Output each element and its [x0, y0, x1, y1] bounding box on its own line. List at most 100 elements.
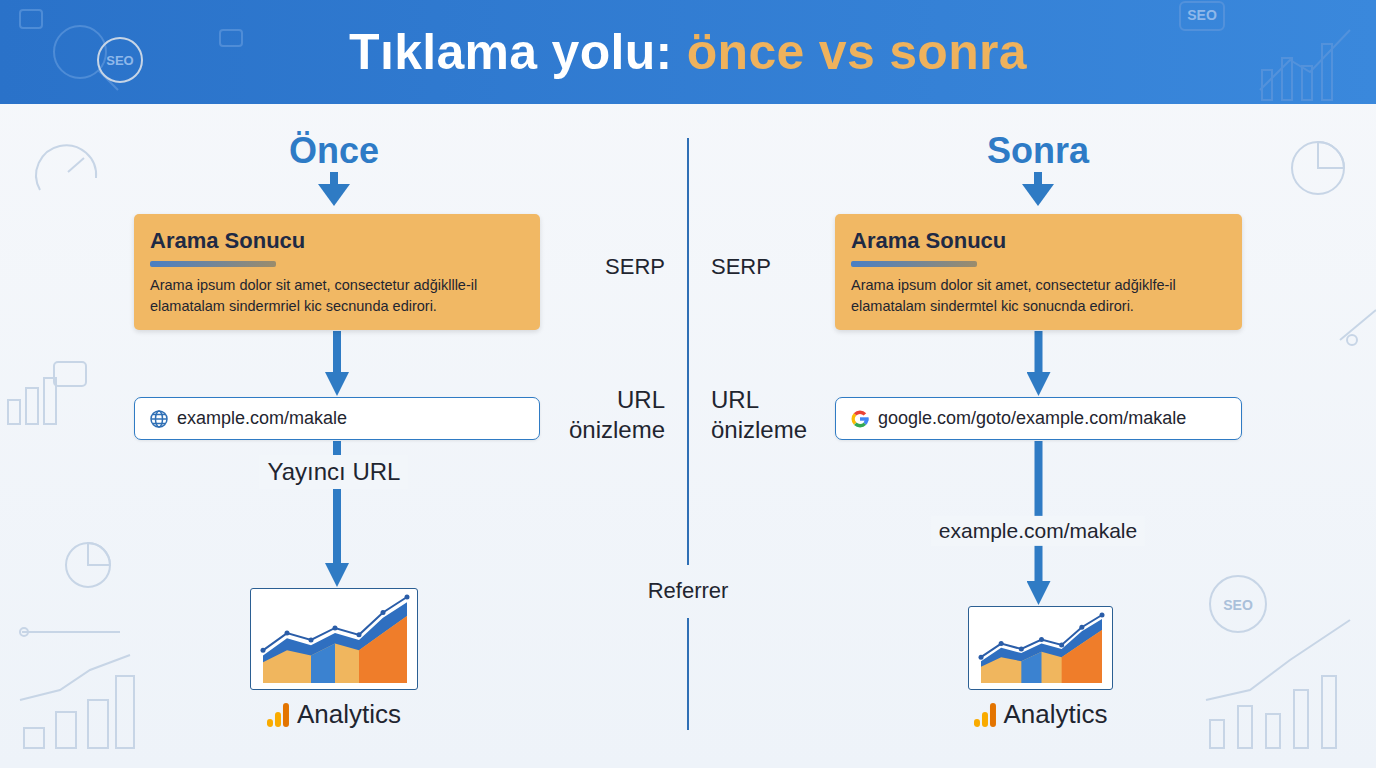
row-label: URL önizleme [553, 385, 665, 445]
decor-shape [151, 411, 167, 427]
decor-shape [359, 616, 407, 683]
decor-shape [263, 616, 407, 683]
decor-shape [54, 362, 86, 386]
decor-shape [98, 38, 142, 82]
analytics-label: Analytics [297, 699, 401, 730]
decor-shape [56, 712, 76, 748]
decor-shape [1206, 620, 1350, 700]
decor-shape [981, 615, 1102, 657]
url-preview-box: google.com/goto/example.com/makale [835, 397, 1242, 440]
decor-shape [1266, 714, 1280, 748]
analytics-icon [973, 703, 995, 727]
step-label: example.com/makale [931, 516, 1145, 546]
decor-shape [20, 628, 28, 636]
result-snippet: Arama ipsum dolor sit amet, consectetur … [150, 275, 524, 316]
decor-shape [26, 388, 38, 424]
decor-shape [357, 632, 362, 637]
flow-arrow [1035, 331, 1043, 372]
row-label: Referrer [648, 577, 729, 605]
flow-arrow [333, 331, 341, 372]
step-label: Yayıncı URL [260, 455, 409, 489]
decor-shape [989, 703, 995, 727]
decor-shape [22, 631, 120, 633]
globe-icon [149, 409, 169, 429]
decor-shape [24, 728, 44, 748]
decor-shape [311, 643, 335, 683]
analytics-chart-box: Analytics [968, 606, 1113, 690]
title-area: Tıklama yolu: önce vs sonra [0, 0, 1376, 104]
watermark: SEO [1187, 7, 1217, 25]
decor-shape [1039, 637, 1044, 642]
search-result-box: Arama SonucuArama ipsum dolor sit amet, … [835, 214, 1242, 330]
decor-shape [1322, 44, 1332, 100]
decor-shape [318, 184, 350, 206]
decor-shape [981, 630, 1102, 683]
decor-shape [263, 597, 407, 650]
decor-shape [333, 625, 338, 630]
decor-shape [1347, 335, 1357, 345]
flow-arrow [1035, 441, 1043, 581]
row-label: URL önizleme [711, 385, 823, 445]
decor-shape [267, 719, 273, 727]
decor-shape [20, 655, 130, 700]
url-preview-box: example.com/makale [134, 397, 540, 440]
decor-shape [852, 413, 857, 425]
decor-shape [1294, 690, 1308, 748]
analytics-icon [267, 703, 289, 727]
decor-shape [283, 703, 289, 727]
analytics-caption: Analytics [267, 699, 401, 730]
decor-shape [1062, 630, 1102, 683]
start-arrows [318, 172, 1054, 206]
divider-line [687, 138, 689, 730]
decor-shape [68, 158, 84, 172]
decor-shape [275, 712, 281, 727]
google-icon [850, 409, 870, 429]
decor-shape [973, 719, 979, 727]
decor-shape [88, 700, 108, 748]
decor-shape [1210, 720, 1224, 748]
decor-shape [999, 641, 1004, 646]
decor-shape [88, 543, 110, 565]
decor-shape [151, 418, 167, 420]
decor-shape [66, 543, 110, 587]
area-chart [969, 607, 1114, 691]
decor-shape [116, 676, 134, 748]
decor-shape [854, 422, 866, 427]
decor-shape [20, 10, 42, 28]
decor-shape [381, 610, 386, 615]
title: Tıklama yolu: önce vs sonra [349, 23, 1027, 81]
decor-shape [854, 410, 866, 415]
decor-shape [1302, 66, 1312, 100]
decor-shape [1019, 647, 1024, 652]
decor-shape [1180, 2, 1224, 30]
title-underline [851, 261, 977, 267]
row-label: SERP [711, 253, 771, 281]
analytics-label: Analytics [1003, 699, 1107, 730]
analytics-caption: Analytics [973, 699, 1107, 730]
decor-shape [261, 648, 266, 653]
decor-shape [285, 631, 290, 636]
decor-shape [153, 414, 165, 423]
decor-shape [1282, 58, 1292, 100]
decor-shape [979, 655, 984, 660]
decor-shape [1059, 642, 1064, 647]
title-bar-icons [20, 2, 1350, 100]
url-text: example.com/makale [177, 408, 347, 429]
column-heading: Önce [289, 128, 379, 173]
decor-shape [8, 400, 20, 424]
decor-shape [1292, 142, 1344, 194]
analytics-chart-box: Analytics [250, 588, 418, 690]
decor-shape [1210, 576, 1266, 632]
decor-shape [36, 145, 96, 190]
decor-shape [1022, 184, 1054, 206]
decor-shape [860, 417, 869, 420]
decor-shape [220, 30, 242, 46]
row-label: SERP [605, 253, 665, 281]
decor-shape [1262, 70, 1272, 100]
result-snippet: Arama ipsum dolor sit amet, consectetur … [851, 275, 1226, 316]
decor-shape [1318, 142, 1344, 168]
url-text: google.com/goto/example.com/makale [878, 408, 1186, 429]
